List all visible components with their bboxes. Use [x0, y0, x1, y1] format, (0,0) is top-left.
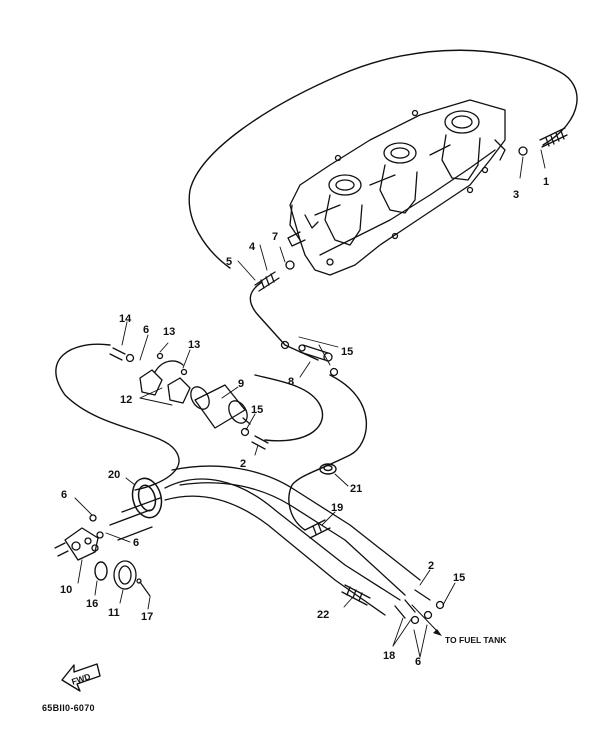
- main-fuel-lines: [109, 465, 421, 616]
- callout-4: 4: [249, 241, 256, 253]
- callout-22: 22: [317, 609, 329, 621]
- hose-return: [249, 281, 319, 361]
- part-clips: [89, 146, 528, 625]
- part-filter: [190, 384, 251, 429]
- callout-12: 12: [120, 394, 132, 406]
- fwd-arrow-icon: [61, 663, 101, 692]
- callout-17: 17: [141, 611, 153, 623]
- part-fuel-valve: [54, 527, 99, 561]
- callout-2: 2: [240, 458, 246, 470]
- to-fuel-tank-arrow: [411, 604, 442, 636]
- part-spring-22: [341, 584, 371, 606]
- hose-left-loop: [55, 343, 180, 491]
- callout-7: 7: [272, 231, 278, 243]
- part-spring-5: [254, 271, 280, 292]
- callout-13: 13: [163, 326, 175, 338]
- part-spring-19: [304, 519, 331, 539]
- callout-11: 11: [108, 607, 120, 619]
- fuel-hose-routes: [55, 49, 578, 531]
- hose-carb-inlet: [188, 49, 578, 269]
- callout-10: 10: [60, 584, 72, 596]
- callout-6: 6: [143, 324, 149, 336]
- callout-9: 9: [238, 378, 244, 390]
- part-number-labels: 1 3 7 4 5 14 6 13 13 15 8 9 12 15 2 20 2…: [42, 176, 549, 713]
- part-grommet-20: [131, 477, 163, 519]
- callout-21: 21: [350, 483, 362, 495]
- carburetor-assembly: [287, 99, 506, 276]
- part-screw-17: [136, 578, 151, 597]
- callout-1: 1: [543, 176, 549, 188]
- part-oring-16: [94, 561, 108, 581]
- drawing-code: 65BII0-6070: [42, 703, 95, 713]
- callout-20: 20: [108, 469, 120, 481]
- callout-5: 5: [226, 256, 232, 268]
- callout-6: 6: [415, 656, 421, 668]
- part-brackets-12: [139, 360, 191, 404]
- callout-18: 18: [383, 650, 395, 662]
- callout-15: 15: [453, 572, 465, 584]
- callout-13: 13: [188, 339, 200, 351]
- part-cap-11: [113, 560, 137, 590]
- part-spring-1: [539, 127, 568, 148]
- part-joint-8: [298, 344, 333, 362]
- callout-15: 15: [341, 346, 353, 358]
- callout-14: 14: [119, 313, 132, 325]
- leader-lines: [74, 149, 546, 658]
- part-grommet-21: [319, 463, 337, 475]
- callout-6: 6: [133, 537, 139, 549]
- callout-15: 15: [251, 404, 263, 416]
- callout-6: 6: [61, 489, 67, 501]
- hose-filter-outlet: [288, 374, 367, 531]
- to-fuel-tank-label: TO FUEL TANK: [445, 635, 507, 645]
- callout-3: 3: [513, 189, 519, 201]
- hose-filter-loop: [254, 374, 324, 442]
- part-hose-ends: [109, 347, 431, 619]
- callout-16: 16: [86, 598, 98, 610]
- callout-19: 19: [331, 502, 343, 514]
- callout-2: 2: [428, 560, 434, 572]
- callout-8: 8: [288, 376, 294, 388]
